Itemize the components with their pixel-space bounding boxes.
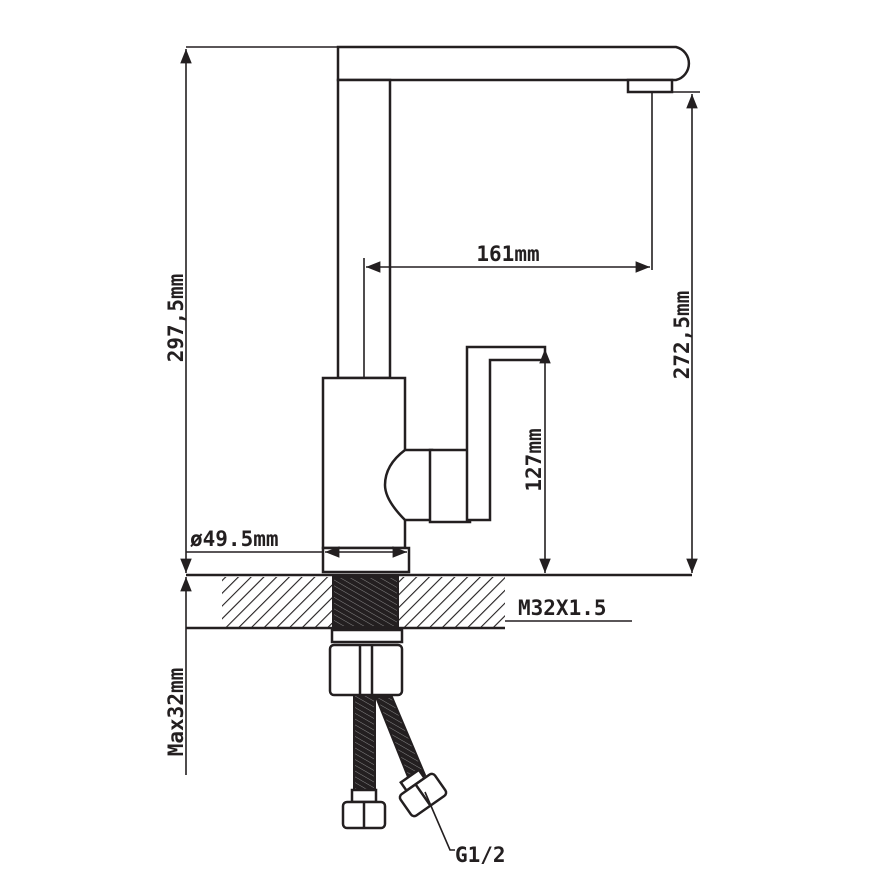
handle-lever <box>465 345 547 522</box>
spout-height-label: 272,5mm <box>670 291 694 380</box>
hose-straight <box>353 694 376 791</box>
counter-thickness-label: Max32mm <box>164 668 188 757</box>
faucet <box>321 45 691 830</box>
total-height-label: 297,5mm <box>164 274 188 363</box>
handle-joint <box>428 448 472 524</box>
hose-angled <box>374 696 427 784</box>
handle-hub <box>383 448 434 522</box>
spout-reach-label: 161mm <box>476 242 539 266</box>
aerator <box>626 78 674 94</box>
threaded-shank <box>332 576 399 628</box>
lock-nut <box>328 643 404 697</box>
handle-height-label: 127mm <box>522 428 546 491</box>
countertop <box>186 573 692 630</box>
hose-connection-label: G1/2 <box>455 843 506 867</box>
dimension-lines <box>180 46 700 851</box>
washer <box>330 628 404 644</box>
spout <box>336 45 691 82</box>
thread-label: M32X1.5 <box>518 596 607 620</box>
base-diameter-label: ø49.5mm <box>190 527 279 551</box>
